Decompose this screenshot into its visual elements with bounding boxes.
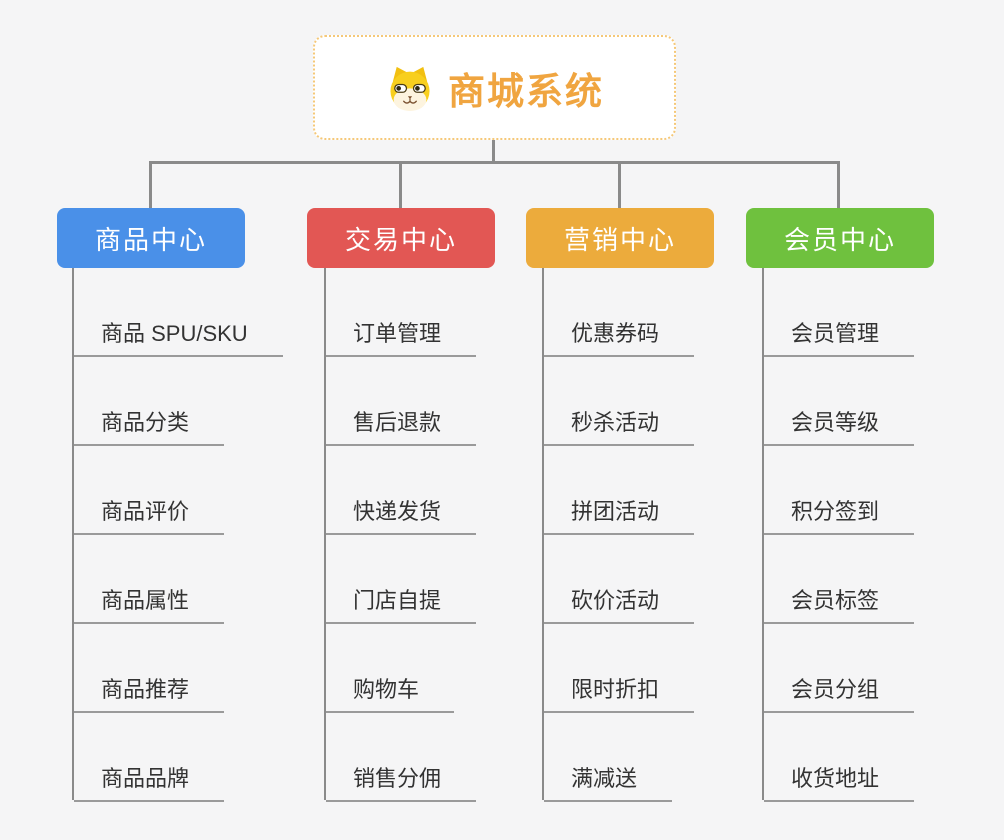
branch-header-label: 会员中心 bbox=[783, 224, 896, 255]
mindmap-node[interactable]: 砍价活动 bbox=[544, 588, 695, 624]
mindmap-node[interactable]: 会员分组 bbox=[764, 677, 915, 713]
mindmap-node[interactable]: 会员等级 bbox=[764, 410, 915, 446]
connector-stub-member bbox=[837, 161, 840, 210]
mindmap-node[interactable]: 商品品牌 bbox=[74, 766, 225, 802]
mindmap-node[interactable]: 商品推荐 bbox=[74, 677, 225, 713]
mindmap-node[interactable]: 商品评价 bbox=[74, 499, 225, 535]
branch-header-trade[interactable]: 交易中心 bbox=[307, 208, 495, 268]
dog-face-icon bbox=[390, 66, 430, 111]
mindmap-node[interactable]: 秒杀活动 bbox=[544, 410, 695, 446]
branch-header-label: 交易中心 bbox=[344, 224, 457, 255]
mindmap-node[interactable]: 售后退款 bbox=[326, 410, 477, 446]
mindmap-node[interactable]: 优惠券码 bbox=[544, 321, 695, 357]
mindmap-node[interactable]: 商品分类 bbox=[74, 410, 225, 446]
branch-column-trade: 订单管理 售后退款 快递发货 门店自提 购物车 销售分佣 bbox=[324, 268, 581, 802]
connector-horizontal bbox=[150, 161, 840, 164]
mindmap-node[interactable]: 满减送 bbox=[544, 766, 673, 802]
mindmap-node[interactable]: 销售分佣 bbox=[326, 766, 477, 802]
mindmap-node[interactable]: 商品属性 bbox=[74, 588, 225, 624]
mindmap-node[interactable]: 订单管理 bbox=[326, 321, 477, 357]
branch-header-marketing[interactable]: 营销中心 bbox=[526, 208, 714, 268]
connector-stub-marketing bbox=[618, 161, 621, 210]
branch-header-goods[interactable]: 商品中心 bbox=[57, 208, 245, 268]
root-title: 商城系统 bbox=[448, 70, 604, 112]
root-node[interactable]: 商城系统 bbox=[313, 35, 676, 140]
branch-header-label: 商品中心 bbox=[94, 224, 207, 255]
mindmap-node[interactable]: 限时折扣 bbox=[544, 677, 695, 713]
mindmap-node[interactable]: 收货地址 bbox=[764, 766, 915, 802]
connector-root-trunk bbox=[492, 140, 495, 163]
mindmap-node[interactable]: 快递发货 bbox=[326, 499, 477, 535]
connector-stub-goods bbox=[149, 161, 152, 210]
branch-header-label: 营销中心 bbox=[563, 224, 676, 255]
mindmap-node[interactable]: 拼团活动 bbox=[544, 499, 695, 535]
mindmap-node[interactable]: 积分签到 bbox=[764, 499, 915, 535]
mindmap-node[interactable]: 购物车 bbox=[326, 677, 455, 713]
branch-column-goods: 商品 SPU/SKU 商品分类 商品评价 商品属性 商品推荐 商品品牌 bbox=[72, 268, 329, 802]
mindmap-node[interactable]: 门店自提 bbox=[326, 588, 477, 624]
mindmap-node[interactable]: 会员标签 bbox=[764, 588, 915, 624]
mindmap-node[interactable]: 商品 SPU/SKU bbox=[74, 321, 283, 357]
branch-column-marketing: 优惠券码 秒杀活动 拼团活动 砍价活动 限时折扣 满减送 bbox=[542, 268, 799, 802]
mindmap-node[interactable]: 会员管理 bbox=[764, 321, 915, 357]
branch-header-member[interactable]: 会员中心 bbox=[746, 208, 934, 268]
connector-stub-trade bbox=[399, 161, 402, 210]
branch-column-member: 会员管理 会员等级 积分签到 会员标签 会员分组 收货地址 bbox=[762, 268, 1004, 802]
